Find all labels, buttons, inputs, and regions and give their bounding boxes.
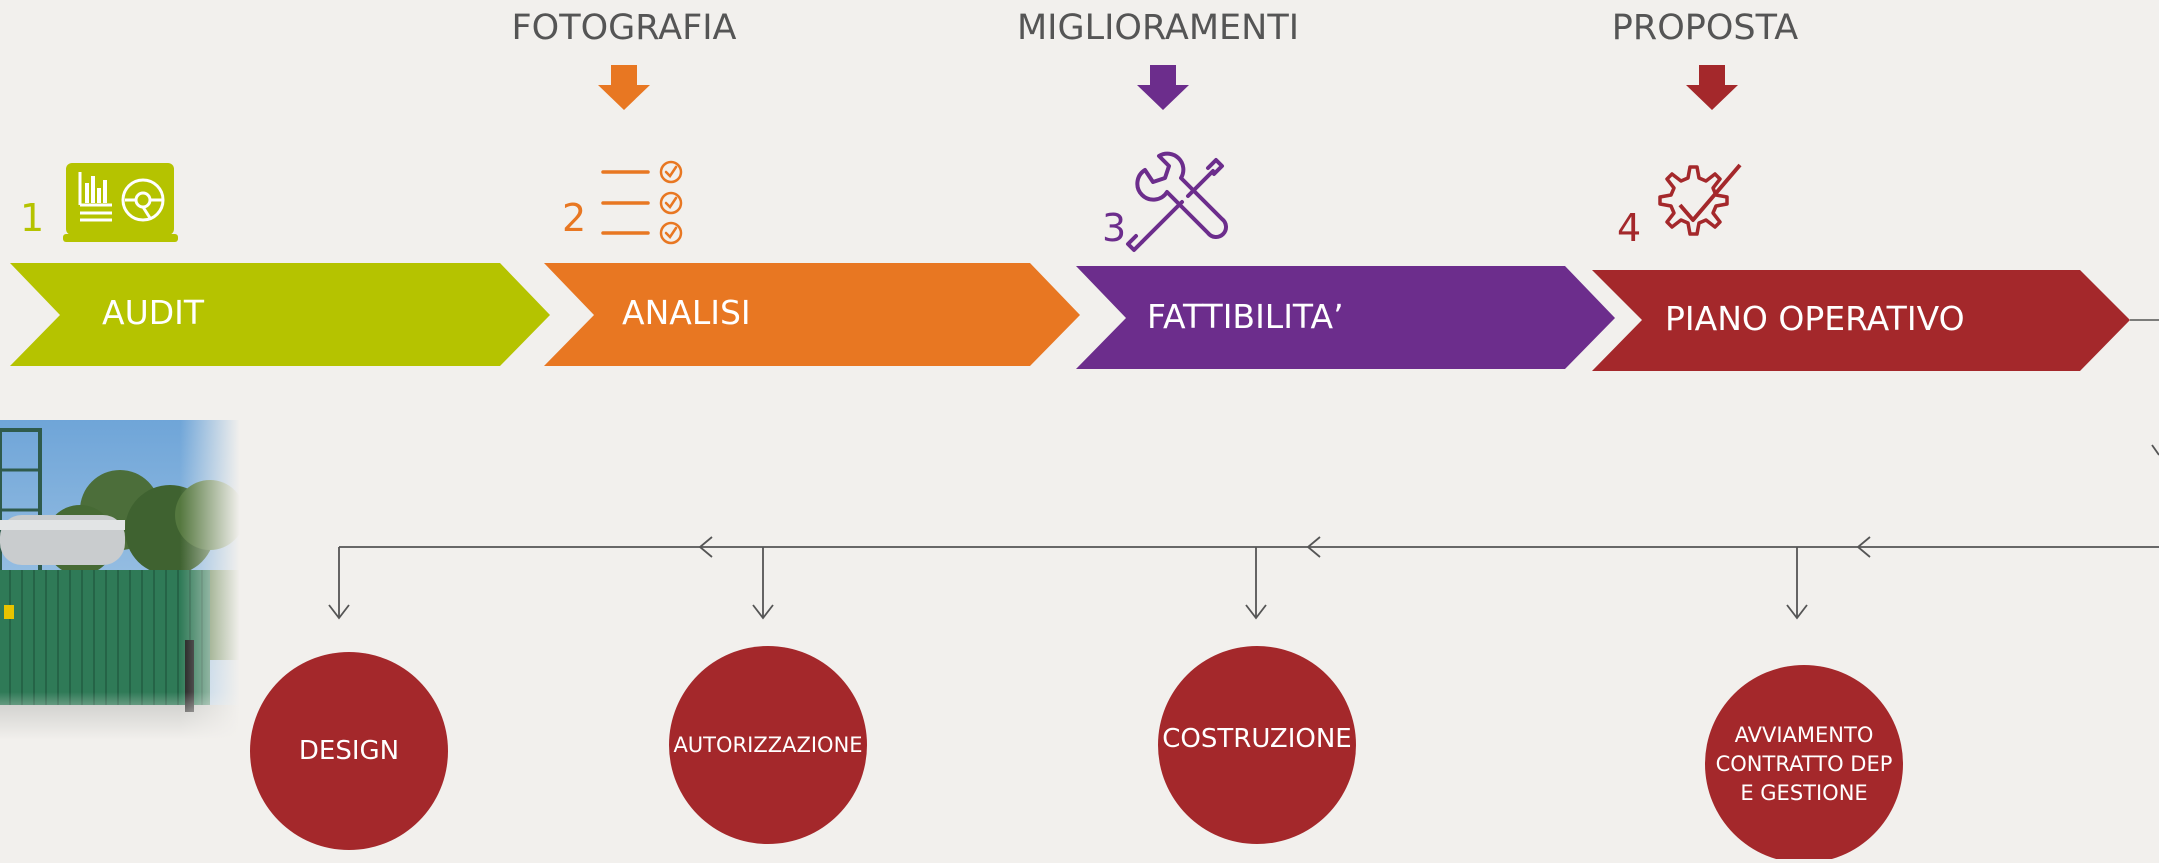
step-number-2: 2: [562, 196, 587, 240]
piano-operativo-chevron: [1592, 270, 2130, 371]
audit-label: AUDIT: [102, 293, 205, 332]
checklist-icon: [601, 160, 683, 245]
costruzione-circle: [1158, 646, 1356, 844]
design-circle: [250, 652, 448, 850]
audit-chevron: [10, 263, 550, 366]
step-number-1: 1: [20, 196, 45, 240]
fotografia-label: FOTOGRAFIA: [511, 8, 737, 48]
step-number-3: 3: [1102, 206, 1127, 250]
proposta-label: PROPOSTA: [1611, 8, 1799, 48]
step-number-4: 4: [1617, 206, 1642, 250]
plant-photo: [0, 420, 240, 740]
autorizzazione-label: AUTORIZZAZIONE: [673, 733, 863, 757]
fotografia-arrow-icon: [598, 65, 650, 110]
plant-photo-image: [0, 420, 240, 740]
fattibilita-label: FATTIBILITA’: [1147, 297, 1344, 336]
design-label: DESIGN: [298, 736, 400, 766]
avviamento-label: AVVIAMENTO CONTRATTO DEP E GESTIONE: [1715, 722, 1893, 805]
wrench-screwdriver-icon: [1126, 151, 1228, 252]
fattibilita-chevron: [1076, 266, 1615, 369]
laptop-chart-icon: [63, 163, 178, 242]
gear-check-icon: [1658, 163, 1742, 236]
miglioramenti-label: MIGLIORAMENTI: [1016, 8, 1300, 48]
autorizzazione-circle: [669, 646, 867, 844]
proposta-arrow-icon: [1686, 65, 1738, 110]
costruzione-label: COSTRUZIONE: [1162, 724, 1352, 754]
analisi-chevron: [544, 263, 1080, 366]
avviamento-circle: [1705, 665, 1903, 859]
connector-lines: [328, 444, 2159, 620]
analisi-label: ANALISI: [622, 293, 751, 332]
miglioramenti-arrow-icon: [1137, 65, 1189, 110]
piano-operativo-label: PIANO OPERATIVO: [1665, 299, 1965, 338]
